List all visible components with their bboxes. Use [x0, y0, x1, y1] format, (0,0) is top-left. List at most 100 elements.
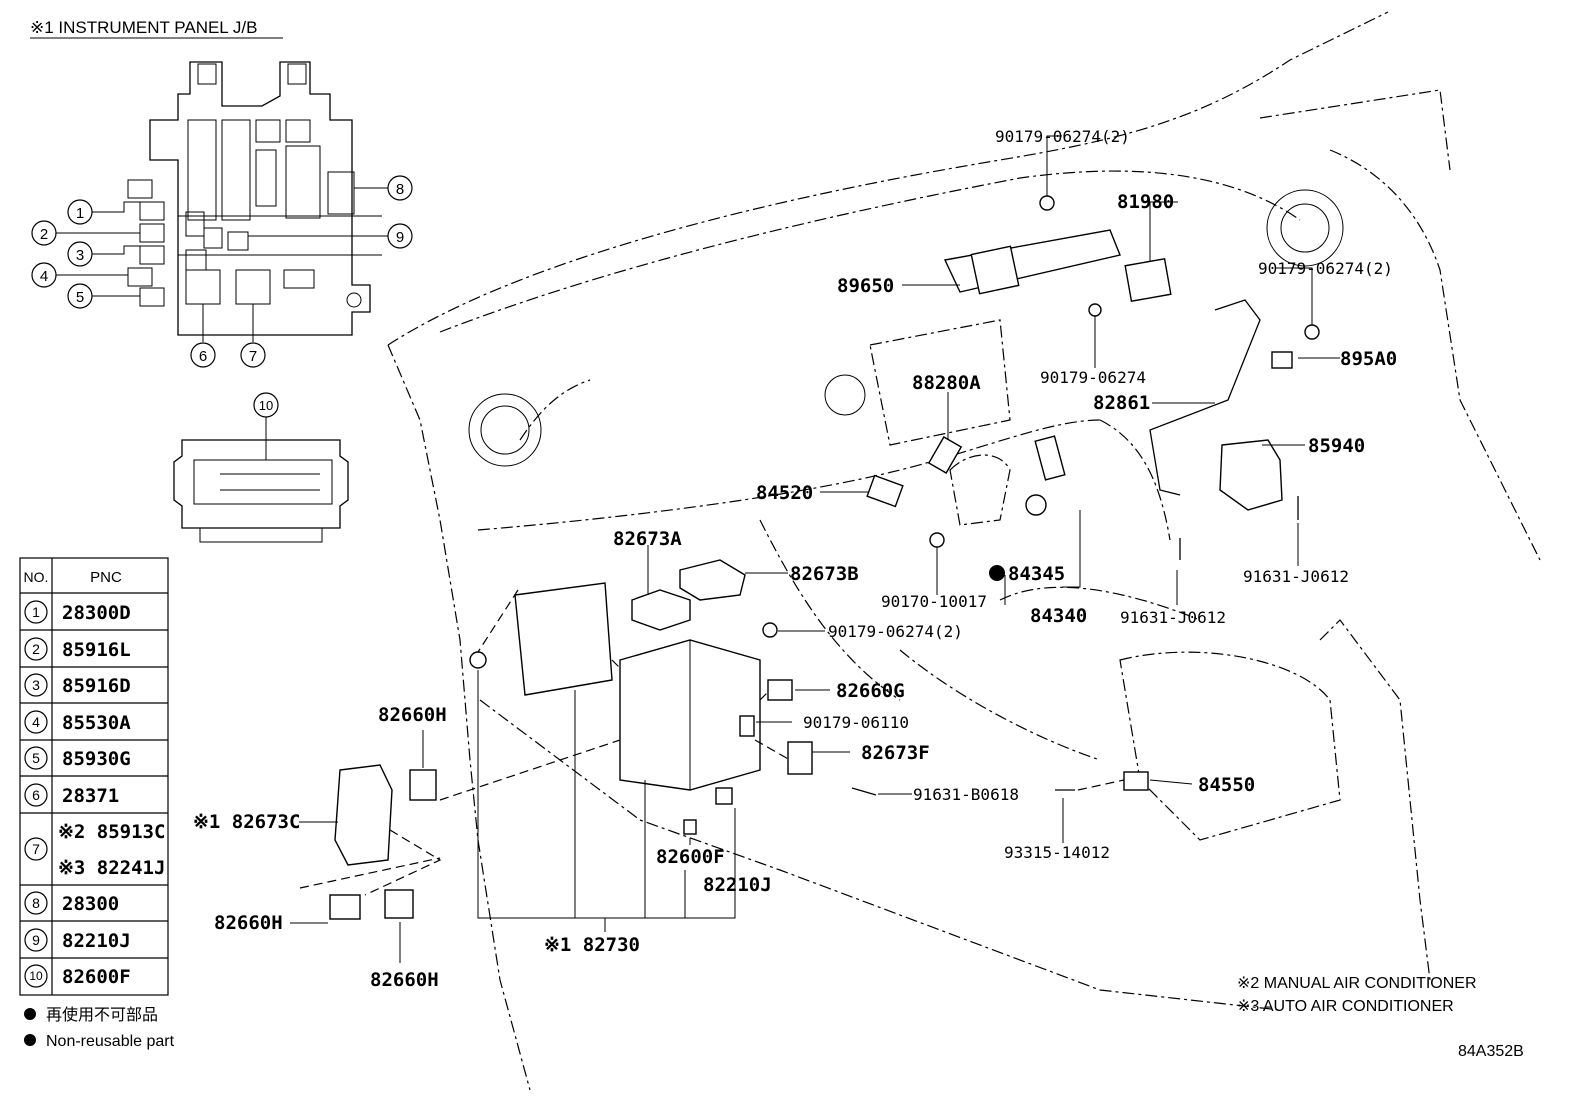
table-row: 2 85916L: [24, 637, 131, 661]
svg-text:6: 6: [32, 787, 40, 803]
figure-id: 84A352B: [1458, 1043, 1524, 1060]
callout-10: 10: [253, 392, 279, 418]
svg-text:2: 2: [40, 226, 48, 243]
svg-text:1: 1: [76, 205, 84, 222]
table-row: 7 ※2 85913C ※3 82241J: [24, 821, 165, 879]
label-90170-10017: 90170-10017: [881, 592, 987, 611]
svg-text:7: 7: [32, 841, 40, 857]
label-895A0: 895A0: [1340, 348, 1397, 370]
label-82660H-a: 82660H: [378, 704, 447, 726]
table-row: 1 28300D: [24, 600, 131, 624]
label-91631-J0612-b: 91631-J0612: [1120, 608, 1226, 627]
label-90179-06274-2-mid: 90179-06274(2): [828, 622, 963, 641]
callout-5: 5: [67, 283, 93, 309]
note-manual-ac: ※2 MANUAL AIR CONDITIONER: [1237, 975, 1477, 992]
footnotes: ※2 MANUAL AIR CONDITIONER ※3 AUTO AIR CO…: [1237, 975, 1524, 1060]
label-91631-J0612-a: 91631-J0612: [1243, 567, 1349, 586]
callout-1: 1: [67, 199, 93, 225]
svg-text:10: 10: [29, 969, 43, 983]
svg-text:8: 8: [32, 895, 40, 911]
connector-block-drawing: [173, 417, 349, 543]
callout-2: 2: [31, 220, 57, 246]
label-82673F: 82673F: [861, 742, 930, 764]
table-header-no: NO.: [24, 569, 49, 585]
svg-text:1: 1: [32, 604, 40, 620]
callout-9: 9: [387, 223, 413, 249]
label-82673C: ※1 82673C: [193, 811, 300, 833]
table-row: 5 85930G: [24, 746, 131, 770]
svg-text:4: 4: [32, 714, 40, 730]
label-82660G: 82660G: [836, 680, 905, 702]
label-91631-B0618: 91631-B0618: [913, 785, 1019, 804]
callout-7: 7: [240, 342, 266, 368]
svg-text:※3 82241J: ※3 82241J: [58, 857, 165, 879]
svg-text:9: 9: [396, 229, 404, 246]
callout-8: 8: [387, 175, 413, 201]
jb-title: ※1 INSTRUMENT PANEL J/B: [30, 18, 257, 37]
table-row: 6 28371: [24, 783, 119, 807]
jb-callouts: 1 2 3 4 5 6 7 8 9 10: [31, 175, 413, 418]
label-90179-06274-2-right: 90179-06274(2): [1258, 259, 1393, 278]
pnc-table: NO. PNC 1 28300D 2 85916L 3 85916D 4 855…: [19, 557, 169, 996]
table-row: 3 85916D: [24, 673, 131, 697]
note-auto-ac: ※3 AUTO AIR CONDITIONER: [1237, 998, 1454, 1015]
svg-text:28371: 28371: [62, 785, 119, 807]
label-82600F: 82600F: [656, 846, 725, 868]
callout-3: 3: [67, 241, 93, 267]
label-84520: 84520: [756, 482, 813, 504]
label-82730: ※1 82730: [544, 934, 640, 956]
svg-text:5: 5: [76, 289, 84, 306]
svg-text:82600F: 82600F: [62, 966, 131, 988]
svg-text:2: 2: [32, 641, 40, 657]
label-84550: 84550: [1198, 774, 1255, 796]
table-row: 4 85530A: [24, 710, 131, 734]
label-82660H-c: 82660H: [370, 969, 439, 991]
label-82210J: 82210J: [703, 874, 772, 896]
parts: [329, 195, 1320, 920]
label-90179-06274-2-top: 90179-06274(2): [995, 127, 1130, 146]
svg-text:10: 10: [259, 398, 273, 413]
label-88280A: 88280A: [912, 372, 981, 394]
svg-text:3: 3: [76, 247, 84, 264]
svg-text:8: 8: [396, 181, 404, 198]
leader-lines: [290, 135, 1340, 963]
svg-text:85530A: 85530A: [62, 712, 131, 734]
svg-text:5: 5: [32, 750, 40, 766]
svg-text:85930G: 85930G: [62, 748, 131, 770]
svg-text:7: 7: [249, 348, 257, 365]
legend: 再使用不可部品 Non-reusable part: [24, 1006, 175, 1050]
label-90179-06274: 90179-06274: [1040, 368, 1146, 387]
legend-jp: 再使用不可部品: [46, 1006, 158, 1024]
svg-text:4: 4: [40, 268, 48, 285]
svg-text:82210J: 82210J: [62, 930, 131, 952]
junction-block-drawing: [56, 61, 388, 342]
label-82660H-b: 82660H: [214, 912, 283, 934]
part-labels: 90179-06274(2) 81980 89650 90179-06274(2…: [193, 127, 1397, 991]
svg-text:85916D: 85916D: [62, 675, 131, 697]
label-81980: 81980: [1117, 191, 1174, 213]
table-header-pnc: PNC: [90, 569, 122, 586]
label-89650: 89650: [837, 275, 894, 297]
callout-4: 4: [31, 262, 57, 288]
legend-en: Non-reusable part: [46, 1033, 175, 1050]
table-row: 10 82600F: [24, 964, 131, 988]
svg-text:85916L: 85916L: [62, 639, 131, 661]
label-90179-06110: 90179-06110: [803, 713, 909, 732]
svg-text:28300D: 28300D: [62, 602, 131, 624]
label-84340: 84340: [1030, 605, 1087, 627]
label-93315-14012: 93315-14012: [1004, 843, 1110, 862]
svg-text:28300: 28300: [62, 893, 119, 915]
table-row: 9 82210J: [24, 928, 131, 952]
svg-text:※2 85913C: ※2 85913C: [58, 821, 165, 843]
label-85940: 85940: [1308, 435, 1365, 457]
label-82673B: 82673B: [790, 563, 859, 585]
svg-text:3: 3: [32, 677, 40, 693]
label-84345: 84345: [1008, 563, 1065, 585]
label-82673A: 82673A: [613, 528, 682, 550]
table-row: 8 28300: [24, 891, 119, 915]
dashboard-outline: [387, 11, 1541, 1091]
callout-6: 6: [190, 342, 216, 368]
svg-text:6: 6: [199, 348, 207, 365]
svg-text:9: 9: [32, 932, 40, 948]
